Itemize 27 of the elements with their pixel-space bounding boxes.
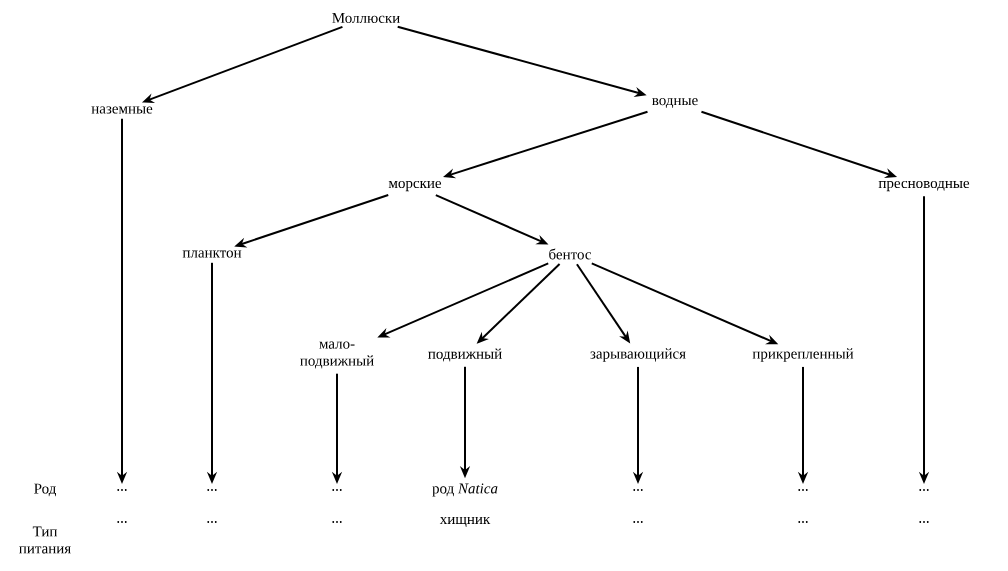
table-cell: ... xyxy=(919,521,929,523)
category-label: подвижный xyxy=(428,348,502,362)
category-label: пресноводные xyxy=(878,180,970,192)
category-label: прикрепленный xyxy=(752,348,854,362)
table-cell: ... xyxy=(117,521,127,523)
table-cell: ... xyxy=(633,521,643,523)
category-label: наземные xyxy=(91,106,153,114)
table-cell: ... xyxy=(332,521,342,523)
category-label: водные xyxy=(652,98,698,108)
row-label: Тип питания xyxy=(19,526,71,554)
category-label: зарывающийся xyxy=(590,348,686,362)
table-cell: хищник xyxy=(439,517,491,527)
ellipsis-text: ... xyxy=(207,489,217,491)
row-label: Род xyxy=(34,483,56,497)
category-label: морские xyxy=(388,180,442,192)
ellipsis-text: ... xyxy=(633,489,643,491)
table-cell: ... xyxy=(207,521,217,523)
ellipsis-text: ... xyxy=(117,489,127,491)
ellipsis-text: род Natica xyxy=(432,483,498,497)
category-label: мало- подвижный xyxy=(300,341,374,369)
category-label: планктон xyxy=(182,250,242,258)
table-cell: ... xyxy=(798,521,808,523)
category-label: Моллюски xyxy=(332,13,400,23)
ellipsis-text: ... xyxy=(798,489,808,491)
ellipsis-text: ... xyxy=(919,489,929,491)
category-label: бентос xyxy=(549,248,592,260)
ellipsis-text: ... xyxy=(332,489,342,491)
